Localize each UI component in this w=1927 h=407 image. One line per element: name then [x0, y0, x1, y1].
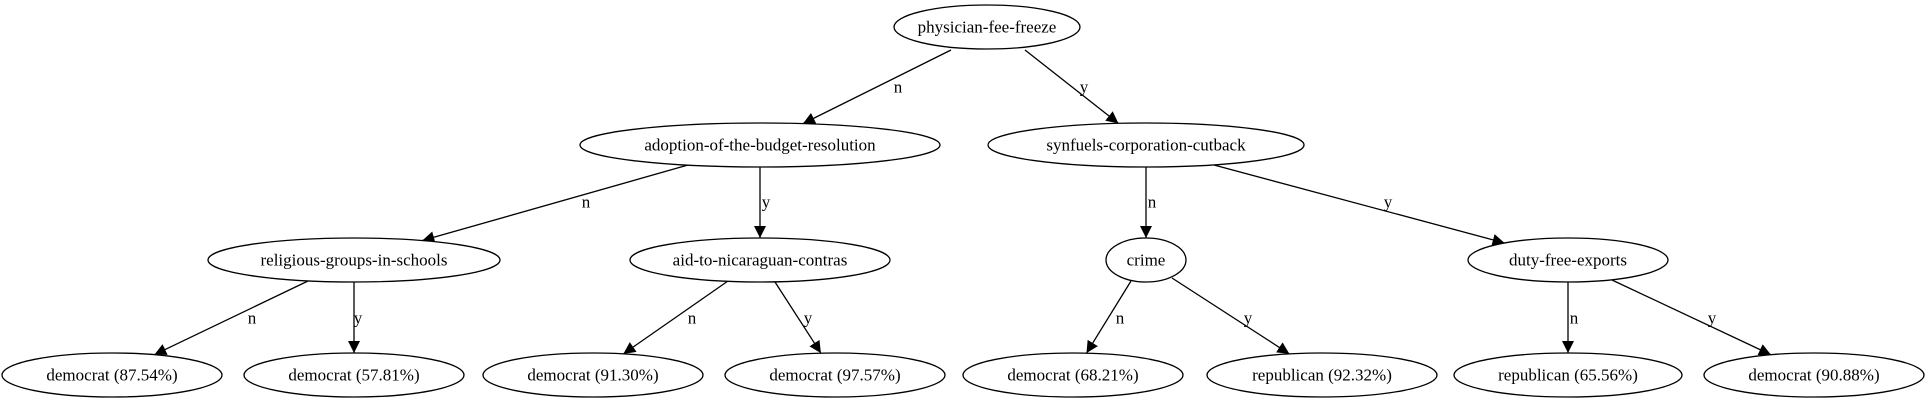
node-ellipse-n2 [987, 122, 1305, 168]
node-ellipse-l8 [1703, 352, 1925, 398]
leaf-node-l1: democrat (87.54%) [1, 352, 223, 398]
decision-node-n6: duty-free-exports [1467, 237, 1669, 283]
edge-label-n6-l8: y [1708, 309, 1717, 328]
decision-node-n2: synfuels-corporation-cutback [987, 122, 1305, 168]
edge-label-n1-n3: n [582, 193, 591, 212]
node-label-l6: republican (92.32%) [1252, 366, 1392, 385]
tree-edges: n y n y n y n y n y n y n y [154, 49, 1772, 356]
node-label-n1: adoption-of-the-budget-resolution [644, 136, 876, 155]
edge-n4-l4 [774, 281, 822, 354]
node-label-l5: democrat (68.21%) [1007, 366, 1138, 385]
edge-label-root-n1: n [894, 78, 903, 97]
node-ellipse-n6 [1467, 237, 1669, 283]
node-ellipse-l4 [724, 352, 946, 398]
node-ellipse-n5 [1105, 237, 1187, 283]
decision-node-n1: adoption-of-the-budget-resolution [579, 122, 941, 168]
leaf-node-l8: democrat (90.88%) [1703, 352, 1925, 398]
decision-node-n5: crime [1105, 237, 1187, 283]
node-ellipse-n1 [579, 122, 941, 168]
node-ellipse-l5 [962, 352, 1184, 398]
tree-nodes: physician-fee-freeze adoption-of-the-budg… [1, 4, 1925, 398]
decision-node-n3: religious-groups-in-schools [207, 237, 501, 283]
leaf-node-l7: republican (65.56%) [1453, 352, 1683, 398]
node-label-n4: aid-to-nicaraguan-contras [673, 251, 848, 270]
node-label-n5: crime [1127, 251, 1166, 270]
node-label-l1: democrat (87.54%) [46, 366, 177, 385]
node-ellipse-l6 [1206, 352, 1438, 398]
node-ellipse-root [893, 4, 1081, 50]
node-ellipse-l2 [243, 352, 465, 398]
node-ellipse-l1 [1, 352, 223, 398]
node-ellipse-n4 [629, 237, 891, 283]
edge-n1-n3 [422, 164, 689, 244]
edge-label-n4-l3: n [688, 309, 697, 328]
node-label-n3: religious-groups-in-schools [261, 251, 448, 270]
edge-label-n5-l6: y [1244, 309, 1253, 328]
decision-node-n4: aid-to-nicaraguan-contras [629, 237, 891, 283]
edge-n5-l5 [1085, 280, 1132, 354]
leaf-node-l3: democrat (91.30%) [482, 352, 704, 398]
leaf-node-l4: democrat (97.57%) [724, 352, 946, 398]
leaf-node-l5: democrat (68.21%) [962, 352, 1184, 398]
leaf-node-l2: democrat (57.81%) [243, 352, 465, 398]
edge-label-n2-n5: n [1148, 193, 1157, 212]
edge-label-n6-l7: n [1570, 309, 1579, 328]
node-ellipse-l3 [482, 352, 704, 398]
edge-n3-l1 [154, 280, 309, 356]
node-label-root: physician-fee-freeze [918, 18, 1057, 37]
edge-n5-l6 [1171, 277, 1290, 355]
edge-label-n5-l5: n [1116, 309, 1125, 328]
edge-n2-n6 [1213, 164, 1505, 246]
leaf-node-l6: republican (92.32%) [1206, 352, 1438, 398]
edge-label-n1-n4: y [762, 193, 771, 212]
edge-n4-l3 [622, 280, 729, 355]
edge-root-n2 [1024, 49, 1119, 124]
edge-root-n1 [802, 49, 952, 125]
node-label-n2: synfuels-corporation-cutback [1046, 136, 1246, 155]
node-label-l3: democrat (91.30%) [527, 366, 658, 385]
node-label-l2: democrat (57.81%) [288, 366, 419, 385]
edge-label-n4-l4: y [804, 309, 813, 328]
node-ellipse-n3 [207, 237, 501, 283]
edge-n6-l8 [1611, 279, 1772, 356]
edge-label-root-n2: y [1080, 78, 1089, 97]
node-label-l7: republican (65.56%) [1498, 366, 1638, 385]
decision-node-root: physician-fee-freeze [893, 4, 1081, 50]
edge-label-n2-n6: y [1384, 193, 1393, 212]
edge-label-n3-l1: n [248, 309, 257, 328]
node-label-n6: duty-free-exports [1509, 251, 1627, 270]
node-ellipse-l7 [1453, 352, 1683, 398]
edge-label-n3-l2: y [354, 309, 363, 328]
node-label-l8: democrat (90.88%) [1748, 366, 1879, 385]
node-label-l4: democrat (97.57%) [769, 366, 900, 385]
